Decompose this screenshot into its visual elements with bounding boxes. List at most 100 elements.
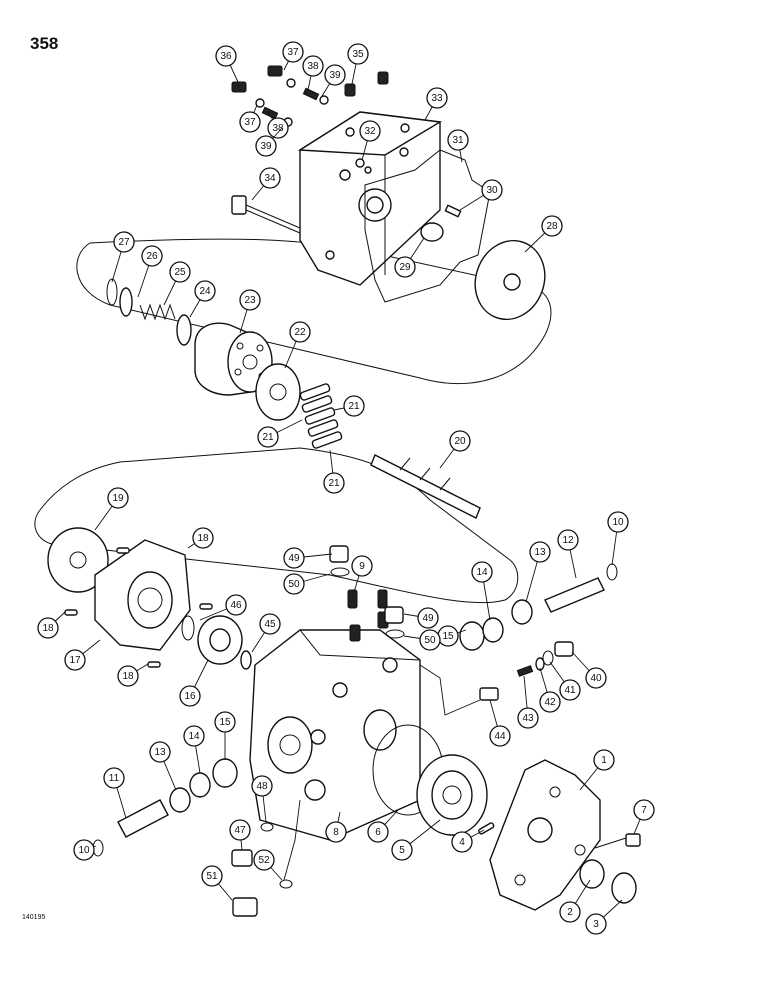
callout-label: 28 <box>546 221 558 232</box>
callout-label: 14 <box>476 567 488 578</box>
callout-label: 39 <box>260 141 272 152</box>
callout-circle <box>351 555 373 577</box>
callout-10: 10 <box>607 511 629 533</box>
page-number: 358 <box>30 34 59 53</box>
callout-label: 34 <box>264 173 276 184</box>
callout-label: 50 <box>424 635 436 646</box>
callout-circle <box>64 649 86 671</box>
washer-14-right <box>482 617 504 643</box>
callout-label: 33 <box>431 93 443 104</box>
callout-circle <box>259 613 281 635</box>
snap-ring-27 <box>106 278 118 306</box>
callout-15: 15 <box>437 625 459 647</box>
callout-label: 18 <box>42 623 54 634</box>
o-ring-52 <box>279 879 293 889</box>
callout-label: 21 <box>328 478 340 489</box>
swashplate-17 <box>94 539 191 651</box>
callout-label: 37 <box>244 117 256 128</box>
callout-circle <box>585 913 607 935</box>
fitting-leader <box>419 664 481 716</box>
callout-label: 39 <box>329 70 341 81</box>
callout-3: 3 <box>585 913 607 935</box>
callout-50: 50 <box>283 573 305 595</box>
callout-20: 20 <box>449 430 471 452</box>
callout-label: 13 <box>154 747 166 758</box>
pin-4 <box>478 822 495 835</box>
callout-34: 34 <box>259 167 281 189</box>
poppet-44 <box>479 687 499 701</box>
callout-9: 9 <box>351 555 373 577</box>
upper-grouping-outline <box>76 238 552 384</box>
callout-circle <box>559 679 581 701</box>
callout-15: 15 <box>214 711 236 733</box>
callout-circle <box>267 117 289 139</box>
callout-label: 42 <box>544 697 556 708</box>
seal-42 <box>535 657 545 671</box>
callout-circle <box>282 41 304 63</box>
callout-label: 40 <box>590 673 602 684</box>
callout-label: 10 <box>612 517 624 528</box>
bearing-15-left <box>212 758 238 788</box>
callout-8: 8 <box>325 821 347 843</box>
callout-11: 11 <box>103 767 125 789</box>
callout-21: 21 <box>323 472 345 494</box>
callout-18: 18 <box>37 617 59 639</box>
snap-ring-10-right <box>606 563 618 581</box>
callout-18: 18 <box>192 527 214 549</box>
callout-label: 10 <box>78 845 90 856</box>
callout-35: 35 <box>347 43 369 65</box>
washer-26 <box>119 287 133 317</box>
retainer-plate-22 <box>255 363 301 421</box>
callout-52: 52 <box>253 849 275 871</box>
callouts: 1234567891010111213131414151516171818181… <box>37 41 655 935</box>
callout-label: 15 <box>219 717 231 728</box>
callout-circle <box>141 245 163 267</box>
pin-30 <box>444 204 462 218</box>
callout-circle <box>283 547 305 569</box>
callout-36: 36 <box>215 45 237 67</box>
drive-shaft-20 <box>370 454 481 519</box>
callout-label: 2 <box>567 907 573 918</box>
callout-label: 43 <box>522 713 534 724</box>
callout-label: 17 <box>69 655 81 666</box>
callout-label: 19 <box>112 493 124 504</box>
callout-circle <box>255 135 277 157</box>
callout-circle <box>633 799 655 821</box>
callout-14: 14 <box>471 561 493 583</box>
callout-circle <box>323 472 345 494</box>
callout-circle <box>113 231 135 253</box>
callout-21: 21 <box>257 426 279 448</box>
washer-13-left <box>169 787 191 813</box>
callout-circle <box>529 541 551 563</box>
callout-label: 23 <box>244 295 256 306</box>
callout-label: 44 <box>494 731 506 742</box>
callout-circle <box>225 594 247 616</box>
cylinder-block-23 <box>194 322 273 396</box>
callout-circle <box>107 487 129 509</box>
callout-circle <box>359 120 381 142</box>
callout-circle <box>585 667 607 689</box>
callout-label: 6 <box>375 827 381 838</box>
callout-label: 51 <box>206 871 218 882</box>
callout-47: 47 <box>229 819 251 841</box>
callout-label: 25 <box>174 267 186 278</box>
callout-5: 5 <box>391 839 413 861</box>
spring-25 <box>139 303 176 321</box>
washer-13-right <box>511 599 533 625</box>
callout-circle <box>259 167 281 189</box>
callout-circle <box>149 741 171 763</box>
callout-circle <box>367 821 389 843</box>
callout-30: 30 <box>481 179 503 201</box>
callout-circle <box>394 256 416 278</box>
callout-circle <box>517 707 539 729</box>
callout-circle <box>325 821 347 843</box>
callout-label: 15 <box>442 631 454 642</box>
callout-circle <box>426 87 448 109</box>
plug-47 <box>231 849 253 867</box>
callout-label: 52 <box>258 855 270 866</box>
callout-circle <box>239 289 261 311</box>
callout-16: 16 <box>179 685 201 707</box>
callout-circle <box>239 111 261 133</box>
callout-4: 4 <box>451 831 473 853</box>
